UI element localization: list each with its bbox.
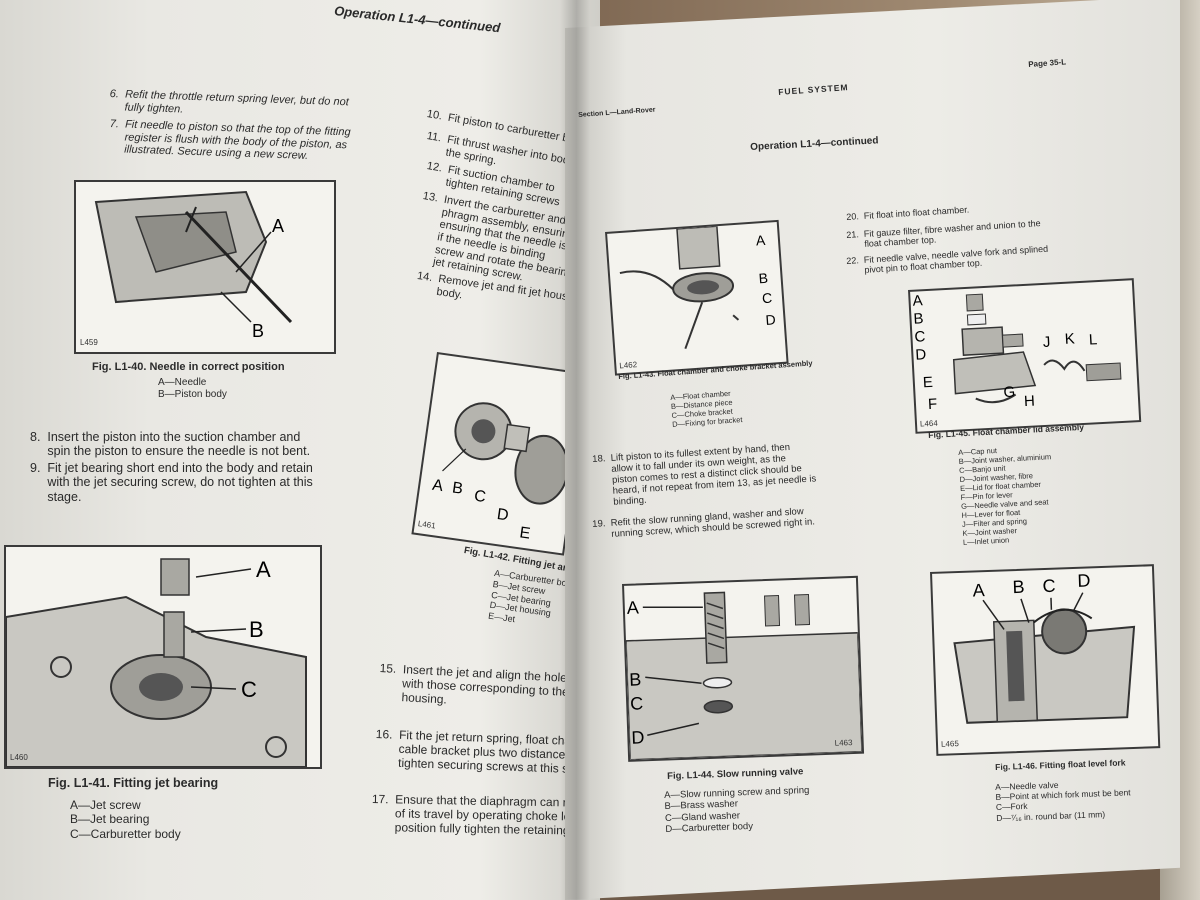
label-d: D — [1077, 570, 1091, 590]
label-b: B — [249, 617, 264, 642]
label-b: B — [252, 321, 264, 341]
jet-housing-illustration: A B C D E — [431, 402, 569, 543]
label-d: D — [915, 346, 927, 364]
figure-l1-44: A B C D L463 — [622, 575, 865, 762]
label-a: A — [755, 232, 766, 249]
label-b: B — [758, 270, 768, 287]
figure-l1-41: A B C L460 — [4, 545, 322, 769]
label-e: E — [518, 524, 531, 542]
figure-l1-40: A B L459 — [74, 180, 336, 354]
label-a: A — [626, 597, 639, 617]
label-d: D — [496, 506, 510, 524]
figure-l1-46: A B C D L465 — [930, 564, 1161, 756]
label-b: B — [451, 480, 464, 498]
figure-l1-44-legend: A—Slow running screw and spring B—Brass … — [664, 784, 810, 836]
label-k: K — [1064, 330, 1075, 348]
label-d: D — [631, 727, 645, 747]
float-chamber-lid-illustration: A B C D E F G H J K L — [912, 292, 1122, 413]
left-page: Operation L1-4—continued 6. Refit the th… — [0, 0, 614, 900]
figure-code: L460 — [10, 753, 28, 762]
step-6: 6. Refit the throttle return spring leve… — [109, 88, 349, 116]
float-level-fork-illustration: A B C D — [953, 570, 1136, 724]
figure-l1-41-caption: Fig. L1-41. Fitting jet bearing — [48, 776, 219, 790]
label-f: F — [928, 396, 938, 413]
step-9: 9. Fit jet bearing short end into the bo… — [30, 461, 313, 504]
label-d: D — [765, 311, 776, 328]
figure-l1-42: A B C D E L461 — [411, 352, 590, 556]
label-b: B — [1012, 577, 1025, 597]
figure-l1-41-legend: A—Jet screw B—Jet bearing C—Carburetter … — [70, 798, 181, 841]
figure-l1-45: A B C D E F G H J K L L464 — [908, 278, 1142, 434]
label-c: C — [630, 693, 644, 713]
label-c: C — [761, 290, 772, 307]
label-e: E — [922, 374, 933, 392]
label-b: B — [913, 310, 924, 328]
label-c: C — [1042, 576, 1056, 596]
label-c: C — [473, 488, 487, 506]
label-a: A — [256, 557, 271, 582]
figure-l1-40-caption: Fig. L1-40. Needle in correct position — [92, 361, 285, 373]
figure-code: L463 — [834, 738, 853, 748]
figure-l1-40-legend: A—Needle B—Piston body — [158, 377, 227, 400]
figure-l1-43-legend: A—Float chamber B—Distance piece C—Choke… — [670, 388, 743, 429]
label-a: A — [431, 477, 444, 495]
label-b: B — [629, 669, 642, 689]
figure-code: L462 — [619, 360, 638, 371]
figure-l1-43: A B C D L462 — [605, 219, 789, 376]
float-chamber-illustration: A B C D — [619, 225, 776, 350]
book-gutter — [560, 0, 590, 900]
label-c: C — [241, 677, 257, 702]
step-15: 15. Insert the jet and align the holes i… — [379, 661, 586, 707]
label-j: J — [1042, 334, 1050, 351]
left-page-header: Operation L1-4—continued — [333, 3, 502, 36]
figure-code: L464 — [919, 418, 939, 429]
step-7: 7. Fit needle to piston so that the top … — [108, 118, 351, 163]
label-a: A — [272, 216, 284, 236]
jet-bearing-illustration: A B C — [6, 557, 307, 767]
label-c: C — [914, 328, 926, 346]
label-h: H — [1024, 393, 1036, 411]
label-g: G — [1003, 384, 1016, 402]
figure-code: L465 — [940, 739, 959, 749]
slow-running-valve-illustration: A B C D — [625, 591, 862, 760]
label-a: A — [912, 292, 923, 310]
label-l: L — [1088, 331, 1097, 348]
figure-code: L459 — [80, 338, 98, 347]
figure-l1-45-legend: A—Cap nut B—Joint washer, aluminium C—Ba… — [958, 445, 1052, 547]
label-a: A — [972, 580, 985, 600]
needle-illustration: A B — [94, 190, 293, 341]
step-8: 8. Insert the piston into the suction ch… — [30, 430, 311, 459]
figure-l1-46-legend: A—Needle valve B—Point at which fork mus… — [995, 779, 1131, 823]
